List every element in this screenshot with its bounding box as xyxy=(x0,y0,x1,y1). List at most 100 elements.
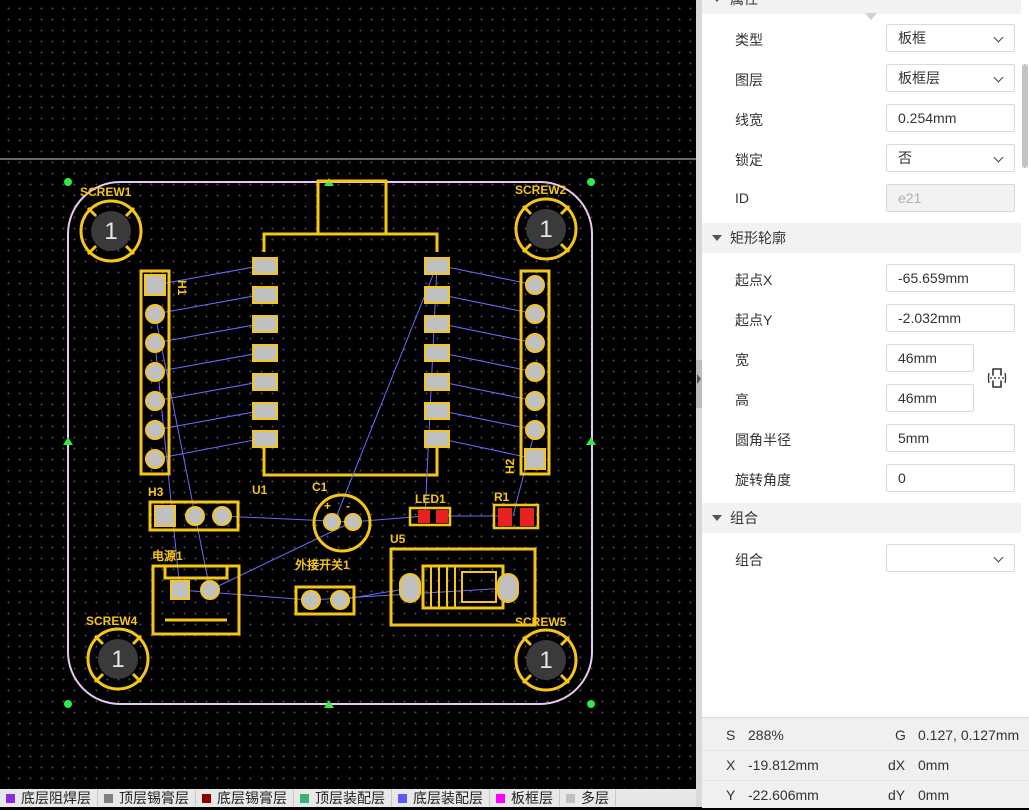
g-value: 0.127, 0.127mm xyxy=(918,727,1020,743)
layer-tabs: 底层阻焊层顶层锡膏层底层锡膏层 顶层装配层 底层装配层板框层 多层 xyxy=(0,789,696,807)
led1-label: LED1 xyxy=(415,492,446,506)
status-row-y: Y -22.606mm dY 0mm xyxy=(702,780,1029,810)
linewidth-label: 线宽 xyxy=(735,112,763,128)
section-rect-outline[interactable]: 矩形轮廓 xyxy=(702,223,1029,253)
screw5 xyxy=(514,628,578,692)
status-row-scale: S 288% G 0.127, 0.127mm xyxy=(702,720,1029,751)
type-label: 类型 xyxy=(735,32,763,48)
prop-group: 组合 xyxy=(702,538,1029,578)
corner-handle xyxy=(64,700,72,708)
u5-label: U5 xyxy=(390,532,406,546)
u1-label: U1 xyxy=(252,483,268,497)
chevron-down-icon xyxy=(993,552,1004,563)
y-label: Y xyxy=(726,787,736,803)
width-label: 宽 xyxy=(735,352,749,368)
pcb-canvas[interactable]: H1 H2 1 SCREW1 1 SCREW2 xyxy=(0,0,696,789)
section-title: 组合 xyxy=(730,510,758,526)
collapse-arrow-icon[interactable] xyxy=(697,374,701,384)
dy-label: dY xyxy=(888,787,906,803)
dy-value: 0mm xyxy=(918,787,950,803)
layer-select[interactable]: 板框层 xyxy=(886,64,1015,92)
h3-header xyxy=(148,500,240,532)
radius-input[interactable]: 5mm xyxy=(886,424,1015,452)
screw1-pad xyxy=(91,211,131,251)
c1-plus: + xyxy=(324,499,331,513)
properties-panel: 属性 类型 板框 图层 板框层 线宽 0.254mm 锁定 否 ID e21 矩… xyxy=(702,0,1029,717)
lock-select[interactable]: 否 xyxy=(886,144,1015,172)
layer-tab[interactable]: 底层装配层 xyxy=(392,789,490,807)
u5-switch xyxy=(389,547,537,627)
corner-handle xyxy=(587,700,595,708)
screw4-pad-number: 1 xyxy=(111,646,124,673)
id-input: e21 xyxy=(886,184,1015,212)
width-input[interactable]: 46mm xyxy=(886,344,974,372)
startx-input[interactable]: -65.659mm xyxy=(886,264,1015,292)
chevron-down-icon xyxy=(993,32,1004,43)
h3-label: H3 xyxy=(148,485,164,499)
layer-tab[interactable]: 底层阻焊层 xyxy=(0,789,98,807)
radius-label: 圆角半径 xyxy=(735,432,791,448)
screw2-pad xyxy=(526,209,566,249)
status-row-x: X -19.812mm dX 0mm xyxy=(702,750,1029,781)
height-label: 高 xyxy=(735,392,749,408)
section-title: 矩形轮廓 xyxy=(730,230,786,246)
layer-color-swatch xyxy=(496,793,505,803)
r1 xyxy=(492,503,540,530)
r1-label: R1 xyxy=(494,490,510,504)
x-value: -19.812mm xyxy=(748,757,819,773)
screw2-pad-number: 1 xyxy=(539,216,552,243)
power1-connector xyxy=(151,564,241,636)
screw2 xyxy=(514,197,578,261)
g-label: G xyxy=(895,727,906,743)
power1-pad xyxy=(170,580,190,600)
c1-capacitor xyxy=(312,493,372,553)
chevron-down-icon xyxy=(993,152,1004,163)
edge-handle xyxy=(324,700,334,708)
panel-scrollbar[interactable] xyxy=(1021,0,1029,717)
splitter-handle[interactable] xyxy=(696,360,702,408)
layer-tab[interactable]: 底层锡膏层 xyxy=(196,789,294,807)
prop-linewidth: 线宽 0.254mm xyxy=(702,98,1029,138)
layer-color-swatch xyxy=(104,793,113,803)
prop-lock: 锁定 否 xyxy=(702,138,1029,178)
section-group[interactable]: 组合 xyxy=(702,503,1029,533)
startx-label: 起点X xyxy=(735,272,773,288)
aspect-lock-icon[interactable] xyxy=(987,367,1007,389)
section-properties[interactable]: 属性 xyxy=(702,0,1029,14)
rotation-input[interactable]: 0 xyxy=(886,464,1015,492)
height-input[interactable]: 46mm xyxy=(886,384,974,412)
s-label: S xyxy=(726,727,736,743)
linewidth-input[interactable]: 0.254mm xyxy=(886,104,1015,132)
prop-startx: 起点X -65.659mm xyxy=(702,258,1029,298)
chevron-down-icon xyxy=(993,72,1004,83)
layer-tab[interactable]: 板框层 xyxy=(490,789,560,807)
lock-label: 锁定 xyxy=(735,152,763,168)
edge-handle xyxy=(586,437,596,445)
dx-label: dX xyxy=(888,757,906,773)
starty-input[interactable]: -2.032mm xyxy=(886,304,1015,332)
type-select[interactable]: 板框 xyxy=(886,24,1015,52)
screw1-label: SCREW1 xyxy=(80,185,132,199)
starty-label: 起点Y xyxy=(735,312,773,328)
id-label: ID xyxy=(735,190,749,206)
power1-pad xyxy=(200,580,220,600)
collapse-triangle-icon xyxy=(712,0,722,2)
collapse-triangle-icon xyxy=(712,235,722,241)
panel-scrollbar-thumb[interactable] xyxy=(1022,64,1028,168)
screw2-label: SCREW2 xyxy=(515,183,567,197)
h1-header xyxy=(139,269,171,476)
layer-tab-label: 多层 xyxy=(581,790,609,806)
pcb-drawing[interactable]: H1 H2 1 SCREW1 1 SCREW2 xyxy=(0,0,696,789)
layer-tab[interactable]: 顶层装配层 xyxy=(294,789,392,807)
layer-tab-label: 底层装配层 xyxy=(413,790,483,806)
screw4 xyxy=(86,627,150,691)
x-label: X xyxy=(726,757,736,773)
prop-rotation: 旋转角度 0 xyxy=(702,458,1029,498)
prop-type: 类型 板框 xyxy=(702,18,1029,58)
layer-tab-label: 底层阻焊层 xyxy=(21,790,91,806)
layer-tab-label: 顶层装配层 xyxy=(315,790,385,806)
group-select[interactable] xyxy=(886,544,1015,572)
prop-radius: 圆角半径 5mm xyxy=(702,418,1029,458)
layer-tab[interactable]: 多层 xyxy=(560,789,616,807)
layer-tab[interactable]: 顶层锡膏层 xyxy=(98,789,196,807)
